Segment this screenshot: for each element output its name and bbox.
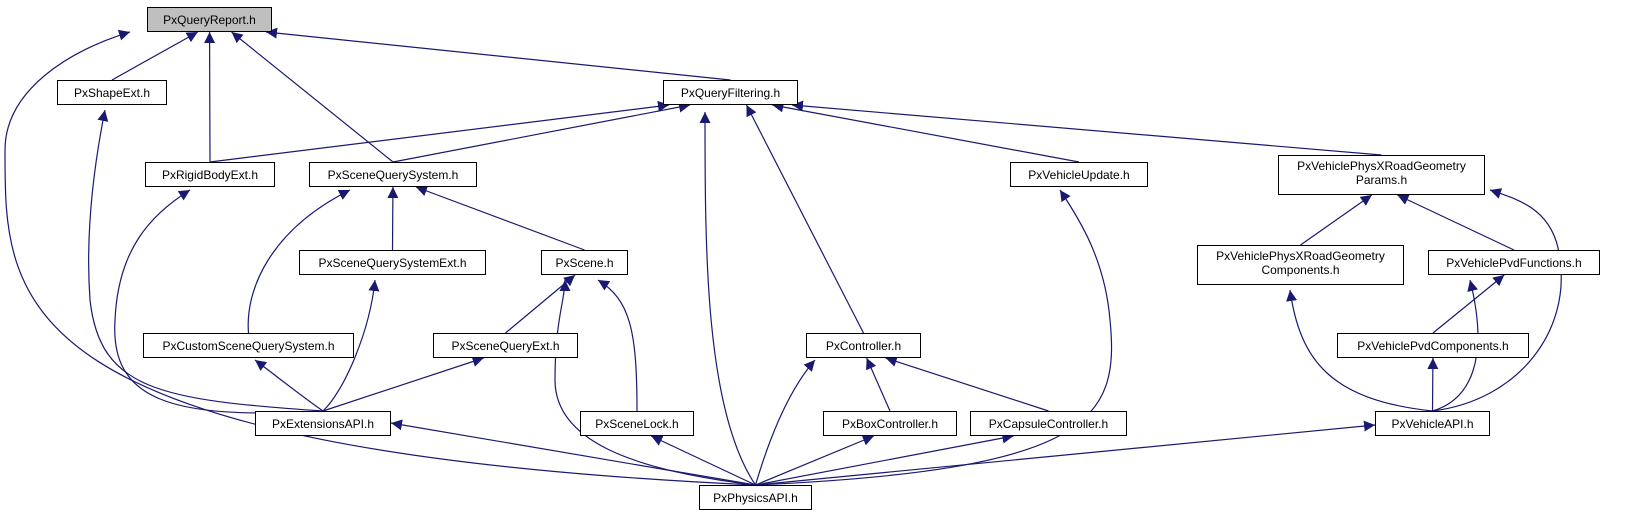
edge-pxvehiclephysxroadgeometrycomponents-to-pxvehiclephysxroadgeometryparams	[1300, 194, 1373, 246]
node-label-line-2: Components.h	[1261, 263, 1340, 277]
edge-pxcontroller-to-pxqueryfiltering	[745, 104, 865, 334]
node-label: PxController.h	[825, 338, 902, 353]
node-pxqueryreport[interactable]: PxQueryReport.h	[147, 7, 272, 32]
edge-pxphysicsapi-to-pxscenelock	[650, 435, 756, 486]
node-label: PxVehiclePvdComponents.h	[1357, 338, 1509, 353]
node-pxscenelock[interactable]: PxSceneLock.h	[580, 411, 694, 436]
edge-pxextensionsapi-to-pxscenequeryext	[322, 356, 484, 412]
edge-pxvehiclepvdfunctions-to-pxvehiclephysxroadgeometryparams	[1397, 194, 1515, 251]
edge-pxvehicleapi-to-pxvehiclephysxroadgeometryparams	[1432, 188, 1562, 412]
node-pxvehiclephysxroadgeometrycomponents[interactable]: PxVehiclePhysXRoadGeometry Components.h	[1197, 245, 1404, 285]
edge-pxextensionsapi-to-pxcustomscenequerysystem	[254, 359, 324, 412]
edge-pxcapsulecontroller-to-pxcontroller	[885, 356, 1049, 412]
edge-pxphysicsapi-to-pxscene	[554, 279, 756, 486]
edge-pxvehicleapi-to-pxvehiclepvdfunctions	[1432, 279, 1479, 412]
edge-pxvehicleupdate-to-pxqueryfiltering	[772, 101, 1080, 163]
node-pxscenequeryext[interactable]: PxSceneQueryExt.h	[433, 333, 578, 358]
node-label: PxCustomSceneQuerySystem.h	[162, 338, 335, 353]
node-label: PxScene.h	[555, 255, 614, 270]
node-pxphysicsapi[interactable]: PxPhysicsAPI.h	[699, 485, 812, 510]
node-label: PxCapsuleController.h	[988, 416, 1109, 431]
edge-pxextensionsapi-to-pxrigidbodyext	[114, 189, 324, 414]
node-label-line-1: PxVehiclePhysXRoadGeometry	[1216, 249, 1385, 263]
node-pxboxcontroller[interactable]: PxBoxController.h	[823, 411, 957, 436]
edge-pxextensionsapi-to-pxshapeext	[88, 109, 324, 412]
node-pxcontroller[interactable]: PxController.h	[806, 333, 921, 358]
edge-pxvehiclephysxroadgeometryparams-to-pxqueryfiltering	[791, 100, 1382, 156]
node-pxscene[interactable]: PxScene.h	[541, 250, 628, 275]
node-pxvehicleupdate[interactable]: PxVehicleUpdate.h	[1010, 162, 1148, 187]
edge-pxscenequerysystem-to-pxqueryfiltering	[392, 101, 691, 163]
node-pxcapsulecontroller[interactable]: PxCapsuleController.h	[970, 411, 1127, 436]
node-pxextensionsapi[interactable]: PxExtensionsAPI.h	[255, 411, 391, 436]
node-label: PxQueryReport.h	[163, 12, 256, 27]
node-pxscenequerysystemext[interactable]: PxSceneQuerySystemExt.h	[299, 250, 486, 275]
node-label: PxExtensionsAPI.h	[271, 416, 375, 431]
edge-pxphysicsapi-to-pxcapsulecontroller	[755, 432, 1014, 486]
node-pxvehiclepvdfunctions[interactable]: PxVehiclePvdFunctions.h	[1428, 250, 1600, 275]
node-pxscenequerysystem[interactable]: PxSceneQuerySystem.h	[309, 162, 477, 187]
node-pxvehiclepvdcomponents[interactable]: PxVehiclePvdComponents.h	[1337, 333, 1529, 358]
node-label: PxRigidBodyExt.h	[161, 167, 259, 182]
node-pxvehicleapi[interactable]: PxVehicleAPI.h	[1375, 411, 1490, 436]
node-label: PxShapeExt.h	[73, 85, 151, 100]
edge-pxextensionsapi-to-pxscenequerysystemext	[322, 279, 380, 412]
edge-pxqueryfiltering-to-pxqueryreport	[265, 27, 731, 81]
edge-pxphysicsapi-to-pxcontroller	[754, 359, 816, 486]
node-label: PxSceneLock.h	[595, 416, 679, 431]
edge-pxboxcontroller-to-pxcontroller	[866, 357, 891, 412]
node-label: PxPhysicsAPI.h	[713, 490, 798, 505]
node-pxrigidbodyext[interactable]: PxRigidBodyExt.h	[145, 162, 275, 187]
edge-layer	[4, 27, 1562, 486]
node-label: PxSceneQuerySystem.h	[327, 167, 459, 182]
node-pxshapeext[interactable]: PxShapeExt.h	[57, 80, 167, 105]
edge-pxphysicsapi-to-pxqueryfiltering	[699, 111, 756, 486]
edge-pxphysicsapi-to-pxvehicleupdate	[755, 189, 1113, 486]
edge-pxvehiclepvdcomponents-to-pxvehiclepvdfunctions	[1432, 274, 1505, 334]
node-label: PxQueryFiltering.h	[680, 85, 781, 100]
node-label-line-1: PxVehiclePhysXRoadGeometry	[1297, 159, 1466, 173]
node-label: PxBoxController.h	[841, 416, 939, 431]
edge-pxvehicleapi-to-pxvehiclephysxroadgeometrycomponents	[1286, 289, 1433, 412]
node-pxvehiclephysxroadgeometryparams[interactable]: PxVehiclePhysXRoadGeometry Params.h	[1278, 155, 1485, 195]
node-label: PxVehiclePvdFunctions.h	[1446, 255, 1582, 270]
edge-pxscenequerysystem-to-pxqueryreport	[231, 31, 394, 163]
node-label: PxSceneQueryExt.h	[451, 338, 560, 353]
edge-pxshapeext-to-pxqueryreport	[111, 31, 199, 81]
edge-pxscenelock-to-pxscene	[597, 279, 638, 412]
edge-pxrigidbodyext-to-pxqueryfiltering	[209, 100, 670, 163]
edge-pxphysicsapi-to-pxvehicleapi	[755, 420, 1376, 486]
node-label: PxVehicleUpdate.h	[1028, 167, 1130, 182]
node-pxqueryfiltering[interactable]: PxQueryFiltering.h	[663, 80, 798, 105]
edge-pxscene-to-pxscenequerysystem	[415, 185, 585, 251]
edge-pxphysicsapi-to-pxextensionsapi	[390, 419, 756, 486]
node-label-line-2: Params.h	[1355, 173, 1408, 187]
edge-pxphysicsapi-to-pxboxcontroller	[755, 435, 875, 486]
edge-pxcustomscenequerysystem-to-pxscenequerysystem	[247, 189, 351, 334]
node-label: PxVehicleAPI.h	[1391, 416, 1474, 431]
node-label: PxSceneQuerySystemExt.h	[318, 255, 467, 270]
node-pxcustomscenequerysystem[interactable]: PxCustomSceneQuerySystem.h	[143, 333, 354, 358]
edge-pxphysicsapi-to-pxqueryreport	[4, 29, 756, 486]
